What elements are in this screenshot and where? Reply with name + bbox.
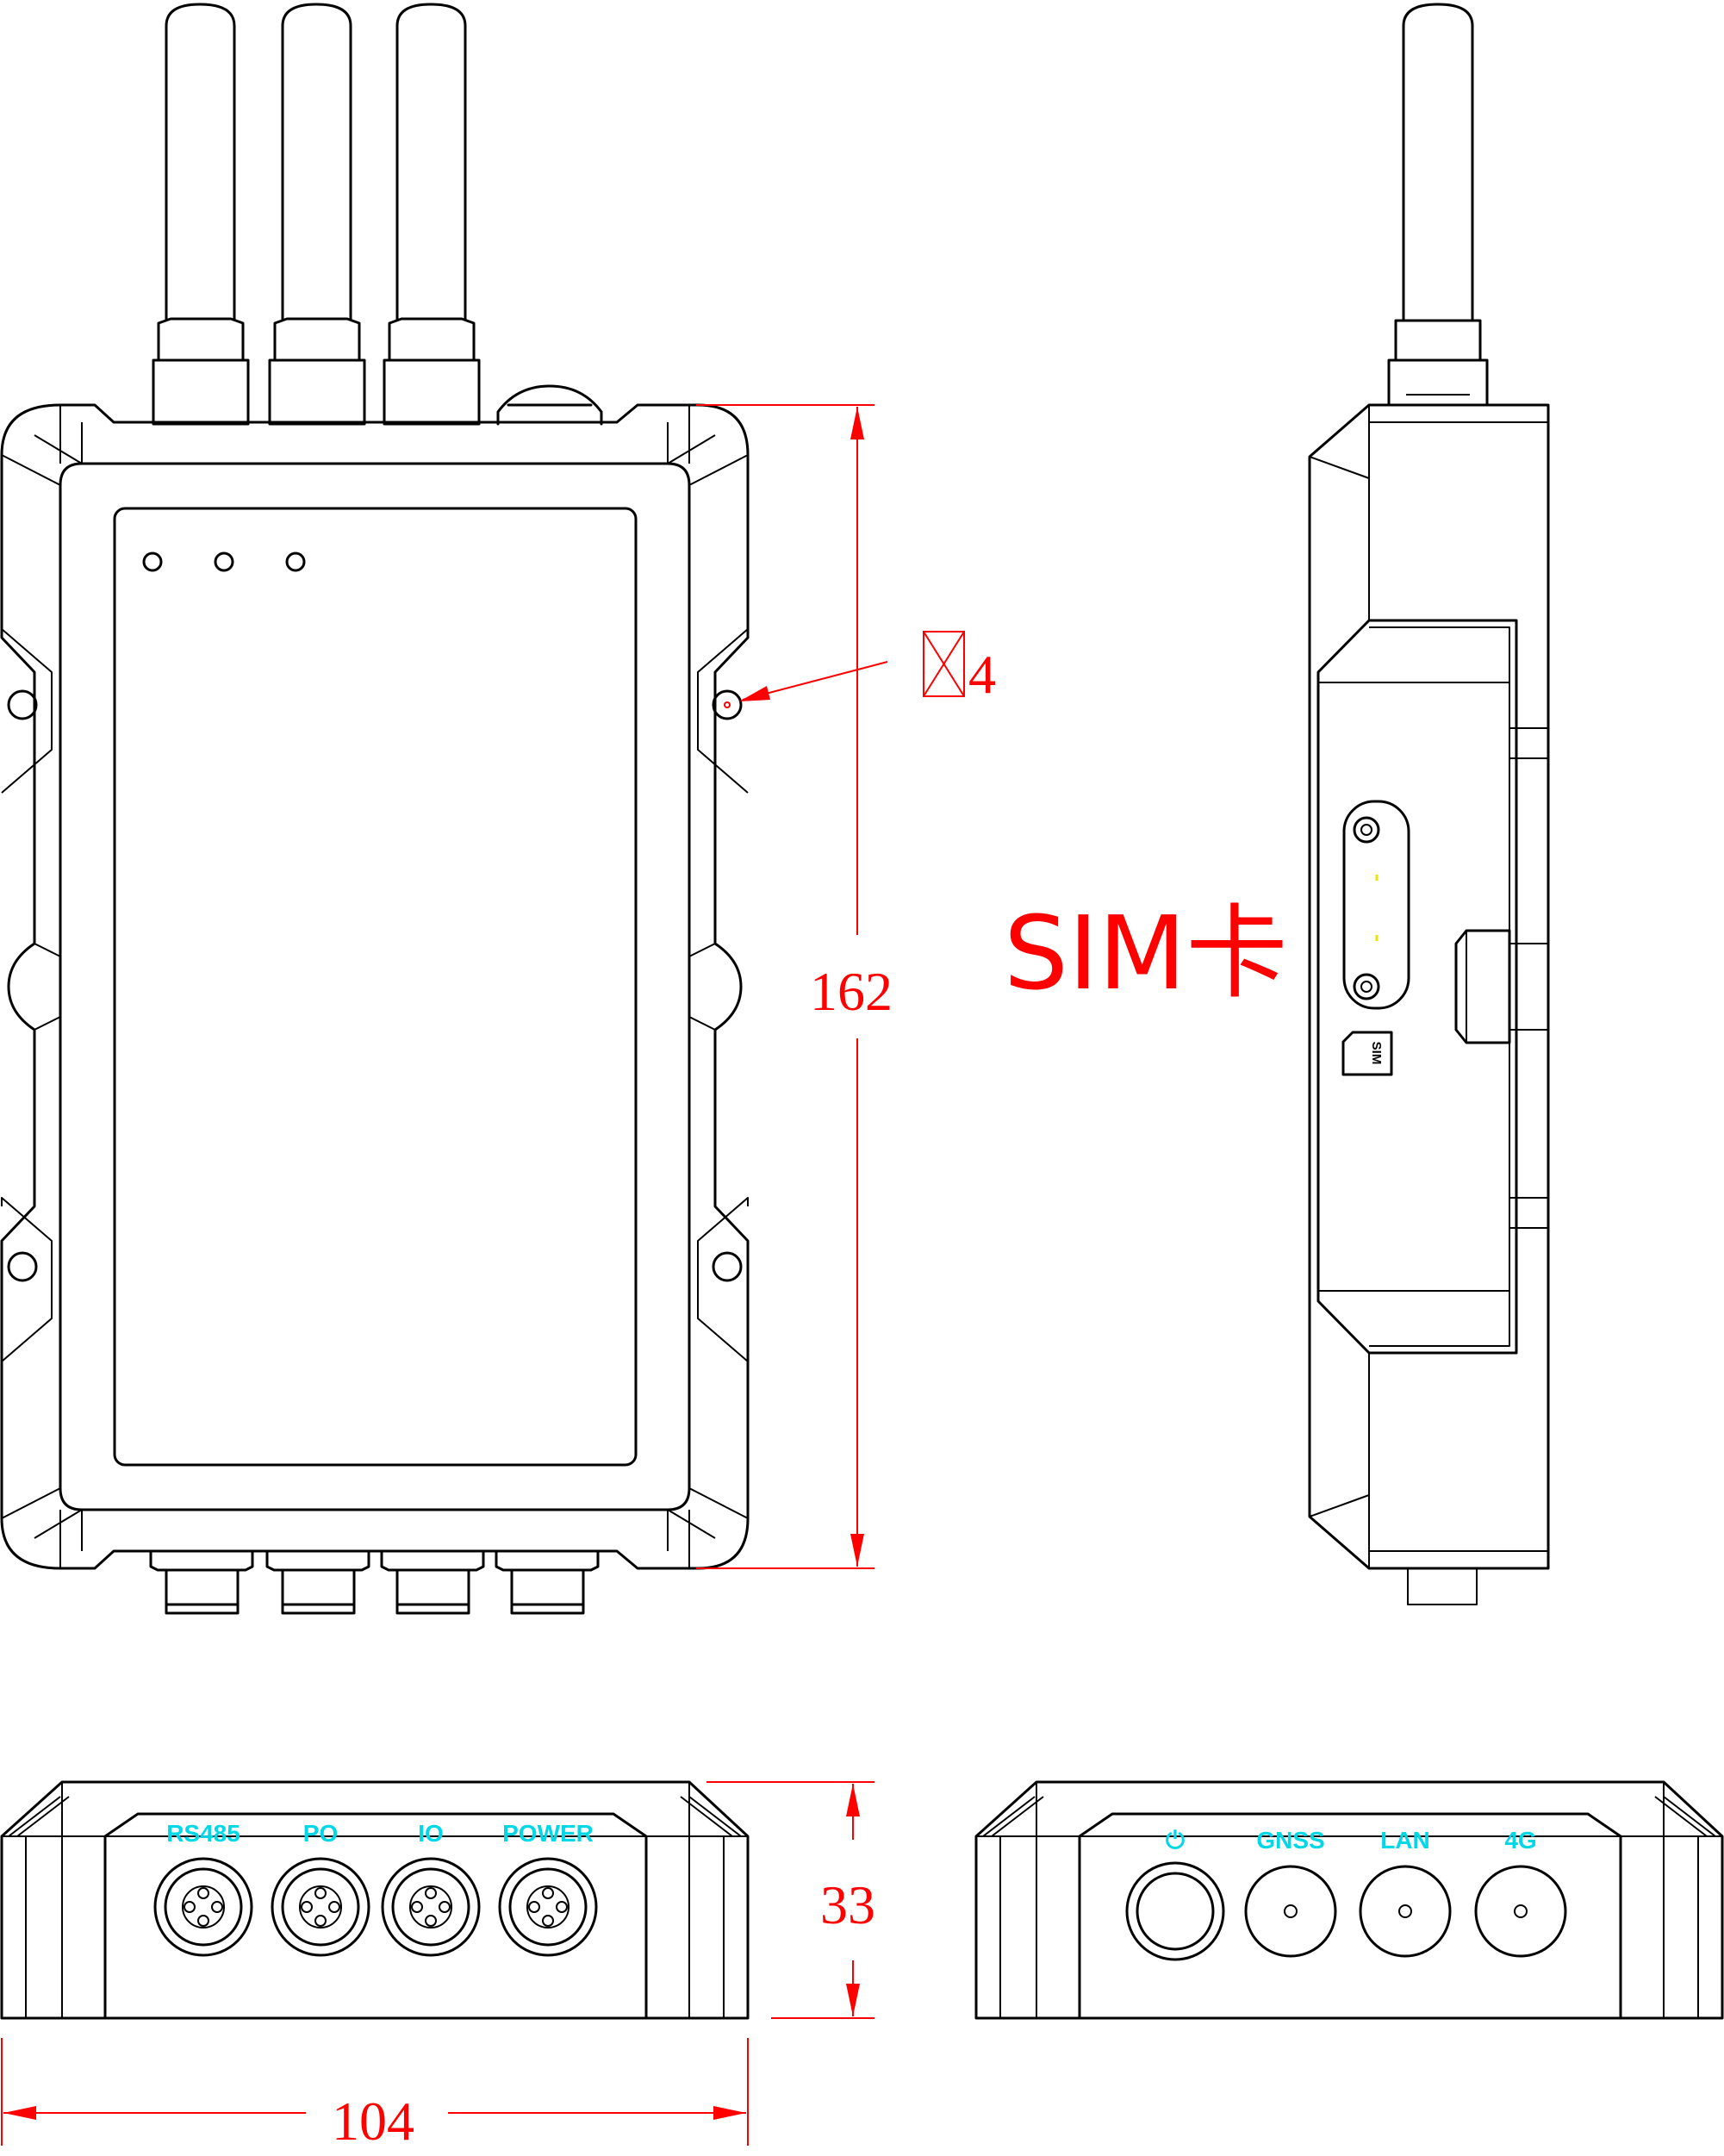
screen [113, 507, 638, 1467]
side-sim-panel [1316, 619, 1518, 1355]
hole-count-value: 4 [968, 644, 996, 705]
width-value: 104 [332, 2091, 414, 2152]
antenna-3 [383, 3, 481, 426]
dimension-holes: 4 [724, 631, 996, 708]
sim-card-icon: SIM [1341, 1031, 1393, 1076]
port-po: PO [271, 1820, 370, 1957]
svg-text:IO: IO [418, 1820, 444, 1847]
svg-text:4G: 4G [1504, 1827, 1536, 1854]
indicator-led-3 [285, 551, 306, 572]
port-gnss: GNSS [1244, 1827, 1337, 1958]
front-bezel [59, 462, 691, 1511]
sim-screw-top [1353, 816, 1380, 844]
port-power: POWER [498, 1820, 598, 1957]
svg-text:SIM: SIM [1369, 1042, 1384, 1065]
port-io: IO [381, 1820, 481, 1957]
mount-hole-top-left [7, 689, 38, 720]
sim-label: SIM卡 [1004, 894, 1288, 1013]
front-view [0, 3, 750, 1615]
svg-text:LAN: LAN [1380, 1827, 1430, 1854]
port-rs485: RS485 [153, 1820, 253, 1957]
dimension-height: 162 [696, 404, 893, 1569]
mount-hole-bottom-left [7, 1251, 38, 1282]
bottom-view: RS485 PO IO POWER [0, 1780, 750, 2020]
svg-text:GNSS: GNSS [1256, 1827, 1324, 1854]
side-antenna [1402, 3, 1474, 321]
sim-slot [1342, 800, 1410, 1010]
height-value: 162 [810, 961, 893, 1022]
top-view: ⏻ GNSS LAN 4G [974, 1780, 1724, 2020]
dimension-depth: 33 [706, 1781, 875, 2019]
sim-screw-bottom [1353, 973, 1380, 1000]
svg-text:PO: PO [303, 1820, 338, 1847]
dimension-width: 104 [1, 2038, 749, 2152]
indicator-led-1 [142, 551, 163, 572]
svg-text:POWER: POWER [502, 1820, 594, 1847]
depth-value: 33 [820, 1874, 875, 1935]
svg-text:⏻: ⏻ [1166, 1827, 1185, 1854]
port-power-button: ⏻ [1125, 1827, 1225, 1961]
side-view: SIM [1308, 3, 1550, 1605]
bottom-view-body [0, 1780, 750, 2020]
bottom-connectors [149, 1549, 600, 1615]
antenna-1 [152, 3, 250, 426]
port-lan: LAN [1359, 1827, 1452, 1958]
top-knob [496, 384, 603, 426]
port-4g: 4G [1474, 1827, 1567, 1958]
top-view-body [974, 1780, 1724, 2020]
mount-hole-bottom-right [712, 1251, 743, 1282]
antenna-2 [268, 3, 366, 426]
mount-hole-top-right [712, 689, 743, 720]
svg-text:RS485: RS485 [166, 1820, 240, 1847]
indicator-led-2 [214, 551, 234, 572]
